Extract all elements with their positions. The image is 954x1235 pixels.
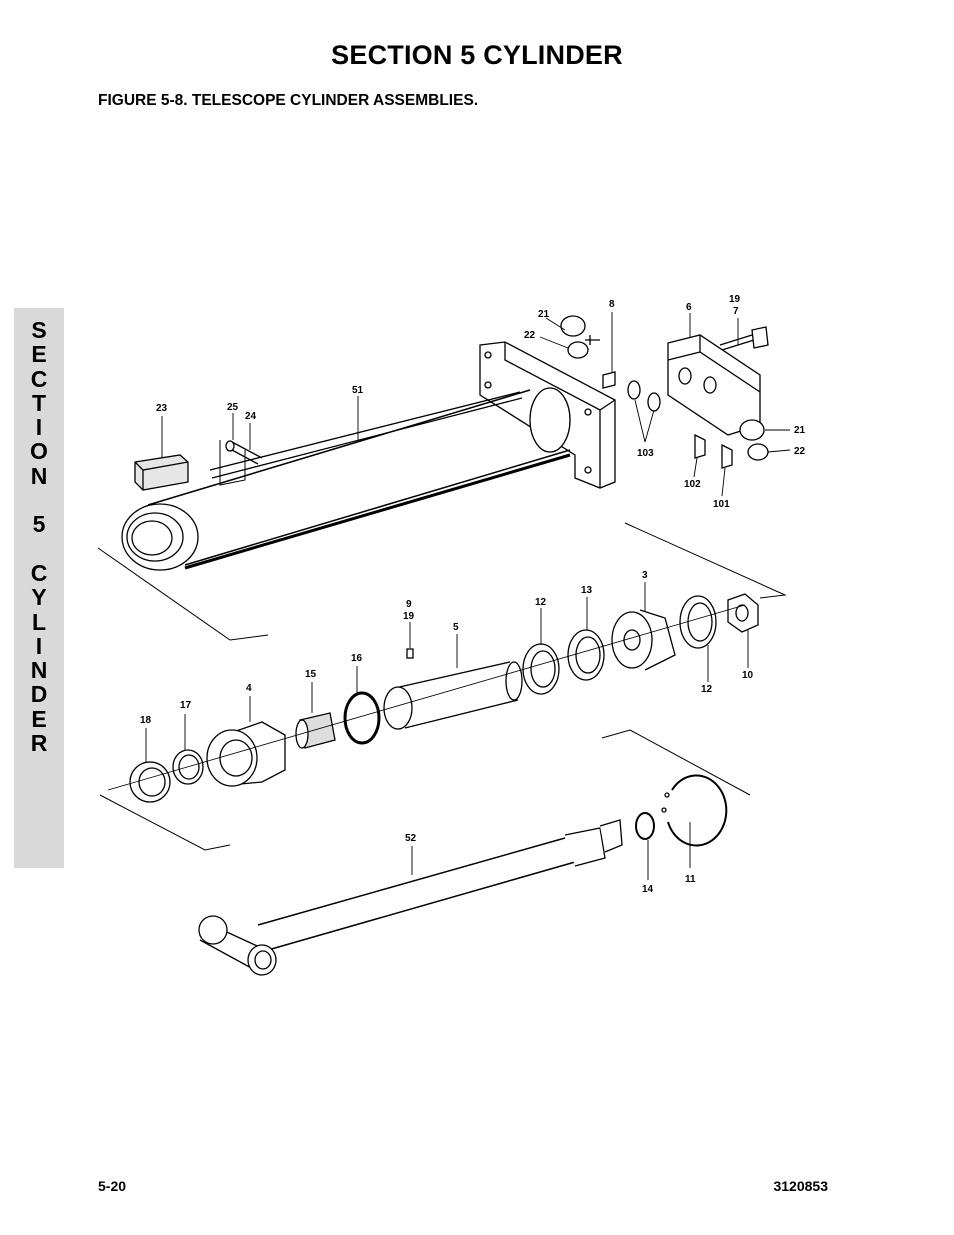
side-tab-label: S E C T I O N 5 C Y L I N D E R bbox=[30, 317, 48, 757]
callout-19-middle: 19 bbox=[403, 611, 415, 622]
callout-6: 6 bbox=[686, 302, 692, 313]
section-title: SECTION 5 CYLINDER bbox=[331, 40, 623, 70]
callout-21-top: 21 bbox=[538, 309, 550, 320]
figure-title: FIGURE 5-8. TELESCOPE CYLINDER ASSEMBLIE… bbox=[98, 92, 479, 109]
callout-17: 17 bbox=[180, 700, 192, 711]
callout-11: 11 bbox=[685, 874, 696, 885]
callout-23: 23 bbox=[156, 403, 168, 414]
callout-52: 52 bbox=[405, 833, 417, 844]
callout-15: 15 bbox=[305, 669, 317, 680]
callout-7: 7 bbox=[733, 306, 739, 317]
callout-10: 10 bbox=[742, 670, 754, 681]
callout-14: 14 bbox=[642, 884, 654, 895]
callout-102: 102 bbox=[684, 479, 701, 490]
callout-16: 16 bbox=[351, 653, 363, 664]
callout-13: 13 bbox=[581, 585, 593, 596]
callout-12-upper: 12 bbox=[535, 597, 547, 608]
callout-101: 101 bbox=[713, 499, 730, 510]
callout-103: 103 bbox=[637, 448, 654, 459]
callout-19-top: 19 bbox=[729, 294, 741, 305]
callout-51: 51 bbox=[352, 385, 364, 396]
document-number: 3120853 bbox=[773, 1178, 828, 1194]
callout-22-right: 22 bbox=[794, 446, 806, 457]
callout-3: 3 bbox=[642, 570, 648, 581]
callout-9: 9 bbox=[406, 599, 412, 610]
callout-8: 8 bbox=[609, 299, 615, 310]
section-side-tab: S E C T I O N 5 C Y L I N D E R bbox=[14, 308, 64, 868]
callout-21-right: 21 bbox=[794, 425, 806, 436]
callout-12-lower: 12 bbox=[701, 684, 713, 695]
callout-5: 5 bbox=[453, 622, 459, 633]
callout-18: 18 bbox=[140, 715, 152, 726]
callout-22-top: 22 bbox=[524, 330, 536, 341]
callout-4: 4 bbox=[246, 683, 252, 694]
callout-25: 25 bbox=[227, 402, 239, 413]
callout-24: 24 bbox=[245, 411, 257, 422]
page-number: 5-20 bbox=[98, 1178, 127, 1194]
